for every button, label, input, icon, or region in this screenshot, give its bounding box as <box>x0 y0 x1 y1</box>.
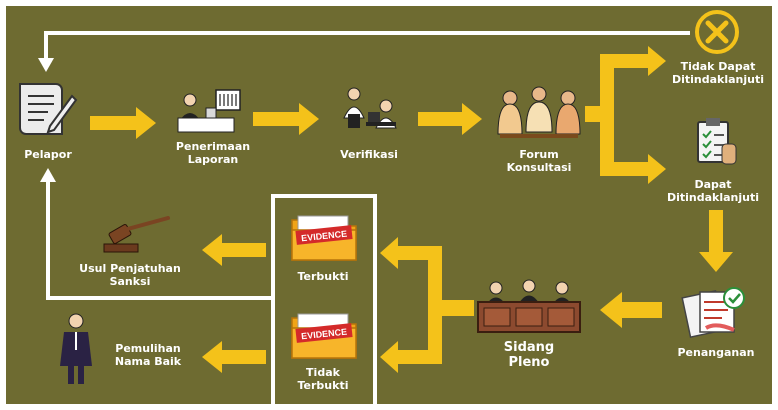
label-penanganan: Penanganan <box>677 346 755 359</box>
arrow-dapat-penanganan <box>699 210 733 272</box>
label-usul-penjatuhan-sanksi: Usul Penjatuhan Sanksi <box>79 262 181 288</box>
return-line-terbukti <box>46 180 275 300</box>
arrow-to-tidak-terbukti <box>380 341 436 373</box>
folder-stamp-label: EVIDENCE <box>301 229 348 244</box>
label-pemulihan-nama-baik: Pemulihan Nama Baik <box>114 342 182 368</box>
label-forum-konsultasi: Forum Konsultasi <box>506 148 572 174</box>
return-line-top <box>44 31 690 60</box>
forum-split-arrows <box>585 46 666 184</box>
label-verifikasi: Verifikasi <box>340 148 398 161</box>
sidang-stem <box>434 300 474 316</box>
verification-people-icon <box>343 87 397 129</box>
sidang-bar <box>428 246 442 364</box>
consultation-forum-icon <box>497 86 581 138</box>
label-terbukti: Terbukti <box>297 270 349 283</box>
outcome-arrows <box>202 234 266 373</box>
return-arrowhead-top <box>38 58 54 72</box>
return-lines <box>44 31 690 300</box>
split-bar <box>600 54 614 176</box>
label-sidang-pleno: Sidang Pleno <box>503 340 555 370</box>
report-document-icon <box>19 83 78 135</box>
arrow-penerimaan-verifikasi <box>253 103 319 135</box>
evidence-folder-icon: EVIDENCE <box>291 313 357 359</box>
evidence-folder-icon: EVIDENCE <box>291 215 357 261</box>
clipboard-checklist-icon <box>697 118 737 165</box>
gavel-icon <box>103 216 170 253</box>
arrow-to-usul <box>202 234 266 266</box>
person-standing-icon <box>60 313 92 384</box>
arrow-to-dapat <box>606 154 666 184</box>
reception-desk-icon <box>177 89 241 133</box>
arrow-to-pemulihan <box>202 341 266 373</box>
arrow-pelapor-penerimaan <box>90 107 156 139</box>
label-pelapor: Pelapor <box>24 148 72 161</box>
label-penerimaan-laporan: Penerimaan Laporan <box>175 140 251 166</box>
outcome-box <box>271 194 377 408</box>
top-row-arrows <box>90 103 482 139</box>
label-dapat-ditindaklanjuti: Dapat Ditindaklanjuti <box>666 178 760 204</box>
label-tidak-dapat-ditindaklanjuti: Tidak Dapat Ditindaklanjuti <box>671 60 765 86</box>
arrow-penanganan-sidang <box>600 292 662 328</box>
arrow-verifikasi-forum <box>418 103 482 135</box>
reject-x-circle-icon <box>695 10 739 54</box>
arrow-to-terbukti <box>380 237 436 269</box>
handling-documents-icon <box>681 287 745 338</box>
sidang-split-arrows <box>380 237 474 373</box>
diagram-background <box>6 6 772 404</box>
label-tidak-terbukti: Tidak Terbukti <box>297 366 349 392</box>
return-arrowhead-pelapor <box>40 168 56 182</box>
plenary-court-bench-icon <box>477 279 581 333</box>
folder-stamp-label: EVIDENCE <box>301 327 348 342</box>
arrow-to-tidak-dapat <box>606 46 666 76</box>
